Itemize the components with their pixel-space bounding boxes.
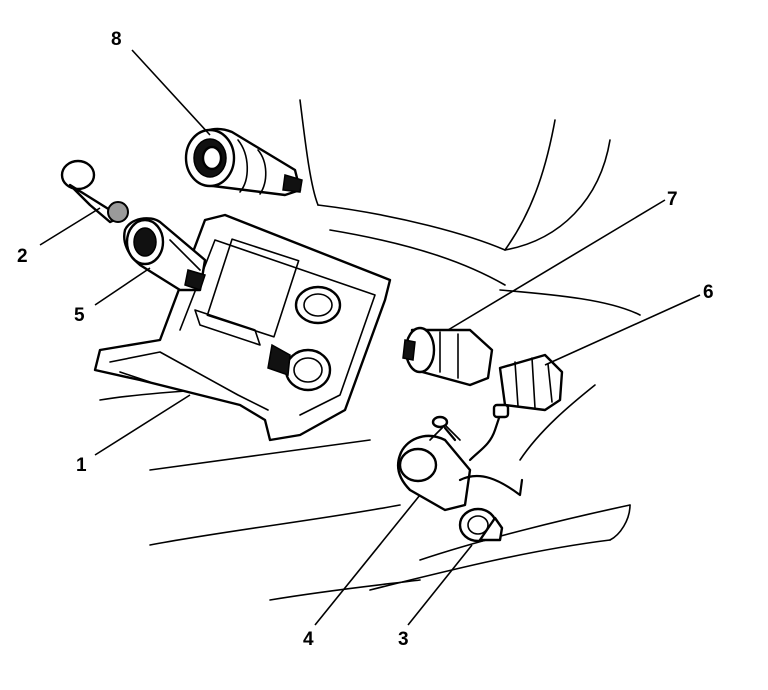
lighter-knob: [60, 159, 129, 224]
callout-2: 2: [17, 246, 28, 267]
callout-4: 4: [303, 629, 314, 650]
console-bezel: [93, 213, 392, 442]
leader-lines: [39, 49, 701, 626]
socket-retainer: [498, 353, 564, 412]
accessory-outlet: [402, 326, 494, 387]
callout-5: 5: [74, 305, 85, 326]
callout-8: 8: [111, 29, 122, 50]
bulb-socket: [458, 507, 504, 543]
lamp-housing-and-wiring: [396, 403, 524, 512]
background-contours: [99, 99, 641, 601]
callout-1: 1: [76, 455, 87, 476]
lighter-housing: [123, 217, 207, 292]
callout-7: 7: [667, 189, 678, 210]
callout-3: 3: [398, 629, 409, 650]
lighter-socket-assembly: [184, 127, 303, 197]
callout-6: 6: [703, 282, 714, 303]
